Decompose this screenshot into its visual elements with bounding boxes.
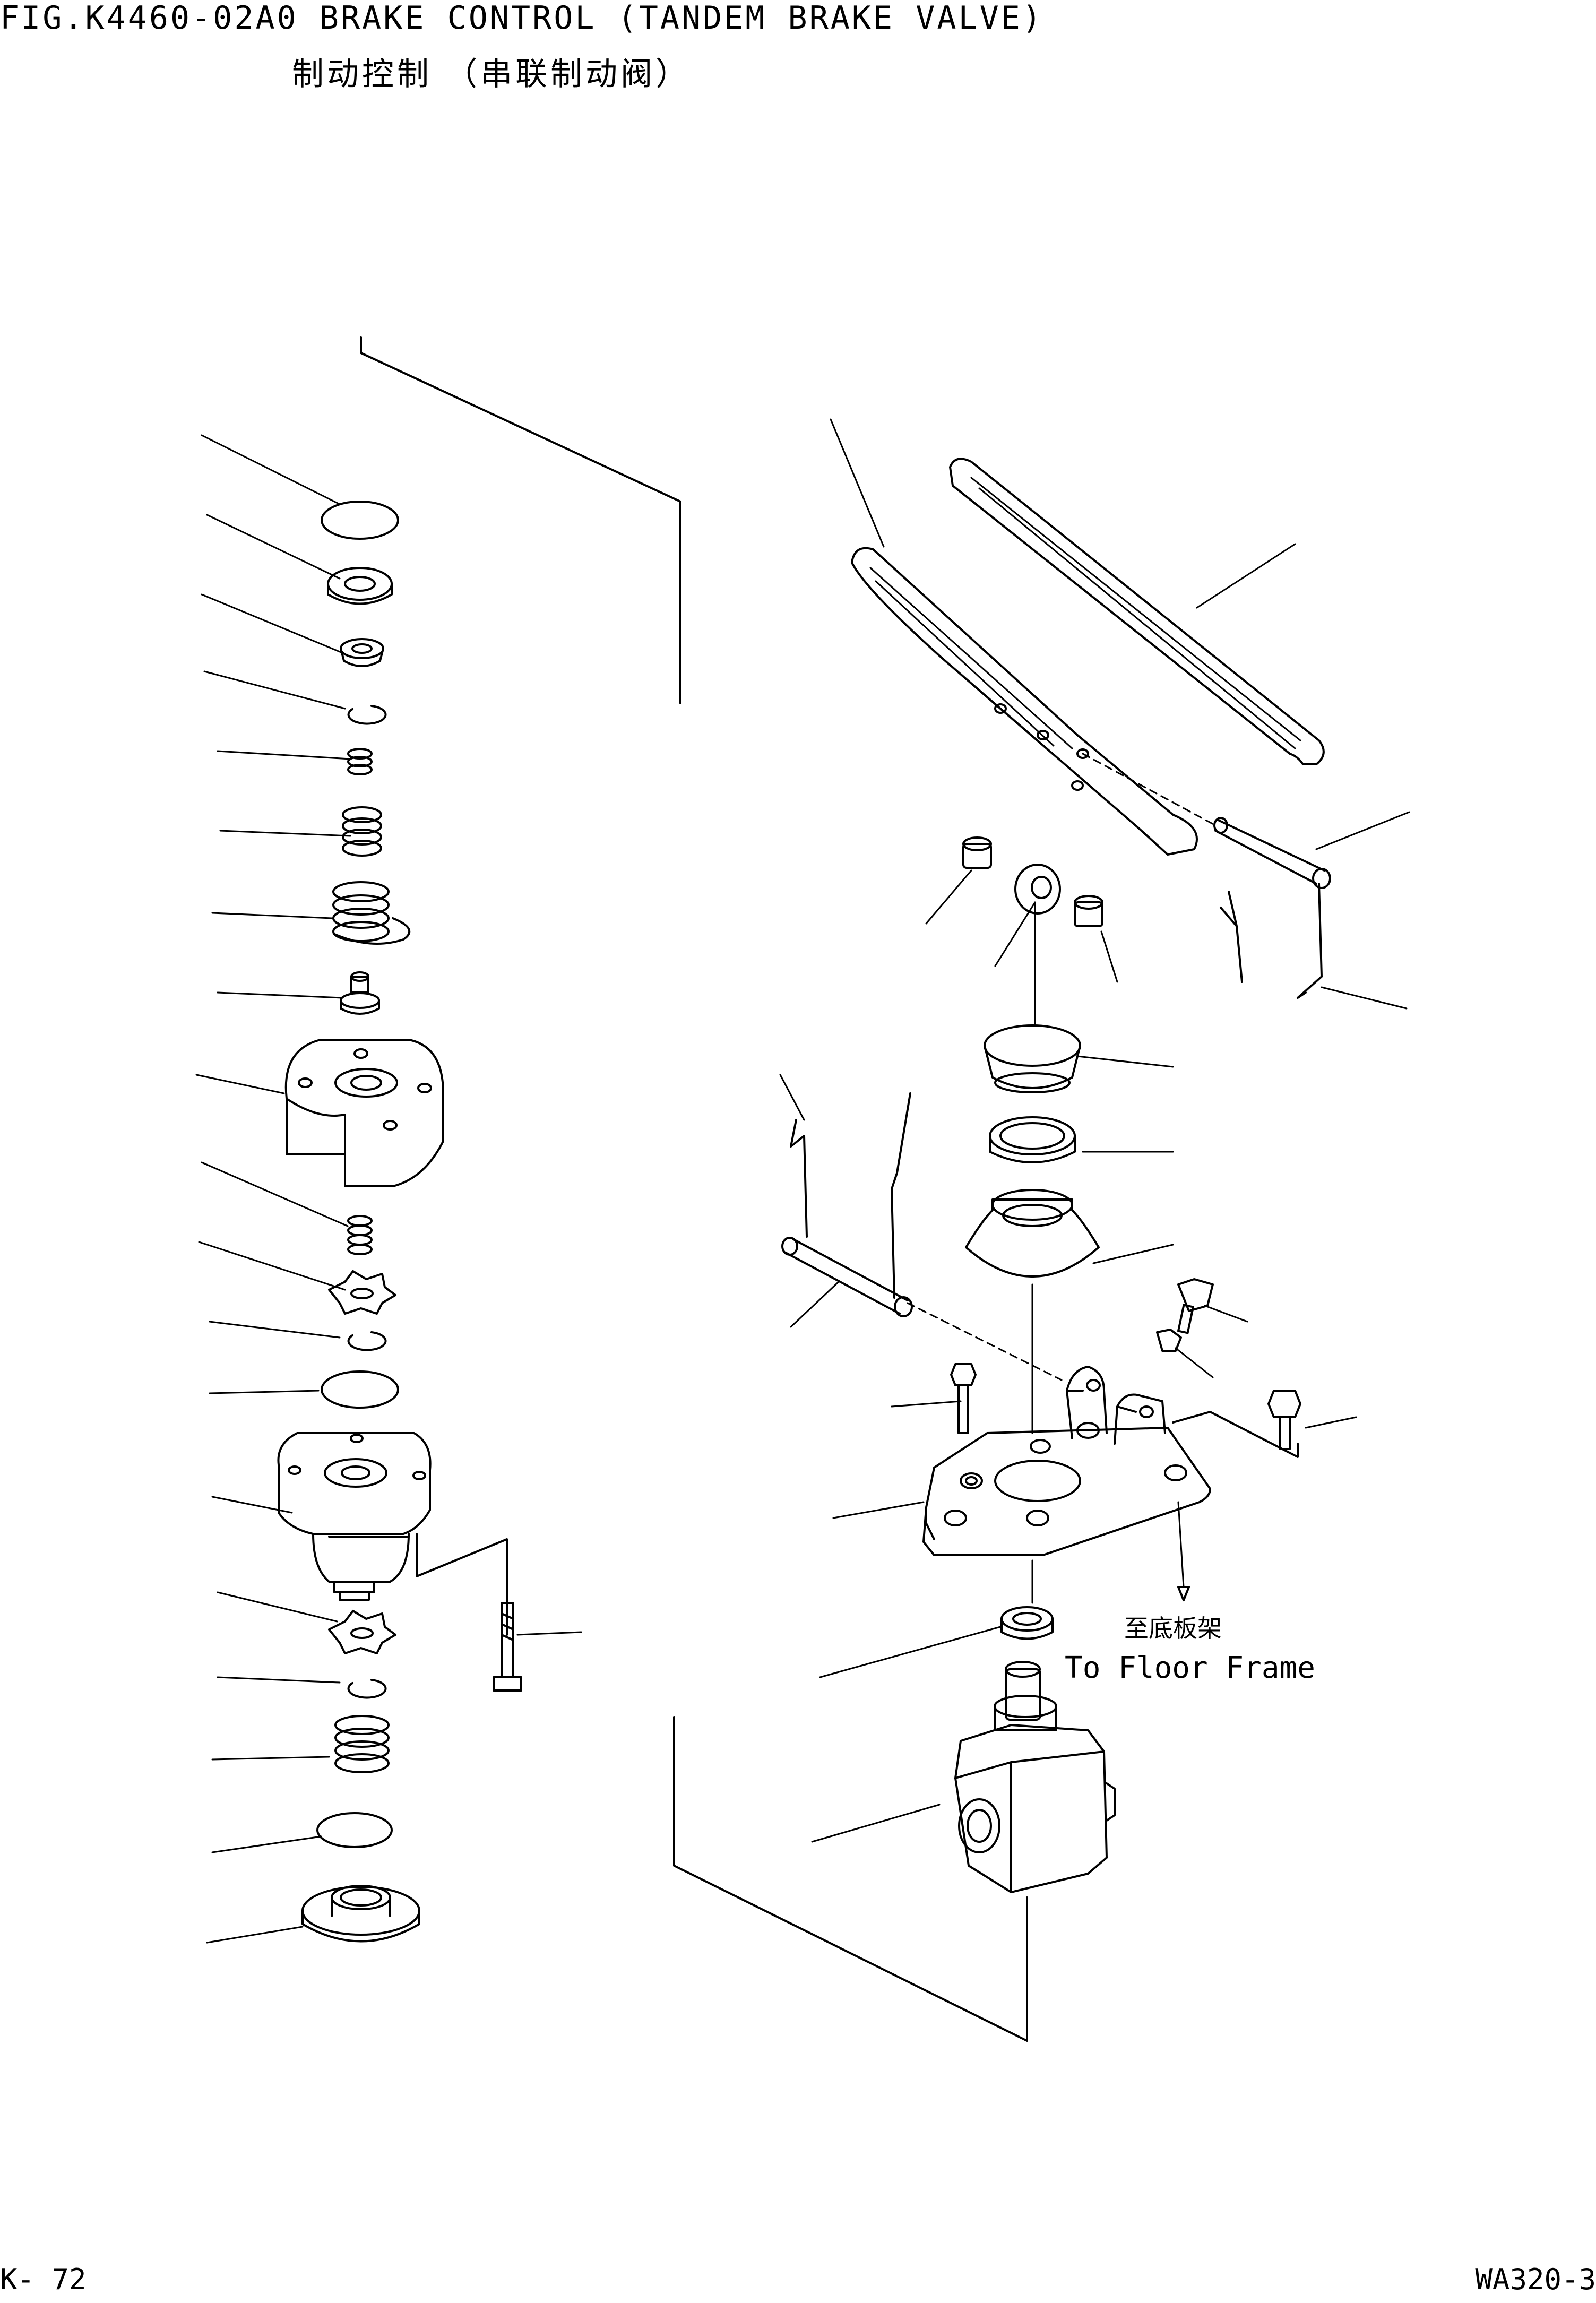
- snap-ring-middle: [349, 1332, 386, 1350]
- pedal-collars: [963, 838, 1102, 926]
- medium-spring: [343, 807, 381, 856]
- figure-subtitle: 制动控制 （串联制动阀）: [292, 56, 691, 93]
- large-spring: [333, 882, 409, 944]
- plate-seal: [1002, 1607, 1053, 1639]
- pedal-pin: [1083, 754, 1330, 998]
- lower-valve-body: [278, 1433, 507, 1635]
- plate-bolts: [951, 1279, 1300, 1449]
- o-ring-bottom: [317, 1813, 392, 1847]
- o-ring-top: [322, 502, 398, 539]
- left-leader-lines: [196, 435, 581, 1943]
- floor-frame-label-en: To Floor Frame: [1065, 1651, 1316, 1685]
- o-ring-middle: [322, 1372, 398, 1408]
- page-number: K- 72: [0, 2263, 87, 2296]
- pedal-pad-right: [950, 459, 1324, 764]
- model-number: WA320-3: [1475, 2263, 1596, 2296]
- snap-ring-lower: [349, 1680, 386, 1697]
- retainer: [341, 639, 383, 666]
- upper-valve-body: [286, 1040, 443, 1186]
- pedal-pad-left: [852, 548, 1197, 855]
- piston-top: [341, 972, 379, 1014]
- star-washer-lower: [329, 1611, 395, 1653]
- small-spring: [348, 749, 372, 774]
- tandem-valve-body: [955, 1662, 1115, 1892]
- mounting-plate: [924, 1367, 1298, 1600]
- left-bracket-line: [361, 337, 680, 703]
- base-plug: [303, 1886, 419, 1942]
- figure-title: FIG.K4460-02A0 BRAKE CONTROL (TANDEM BRA…: [0, 0, 1044, 37]
- right-leader-lines: [780, 419, 1409, 1842]
- boot: [985, 1025, 1080, 1092]
- lower-spring: [335, 1716, 389, 1772]
- floor-frame-label-cn: 至底板架: [1124, 1614, 1222, 1643]
- small-spring-lower: [348, 1216, 372, 1254]
- valve-bracket-line: [674, 1717, 1027, 2041]
- left-valve-stack: [196, 337, 680, 1943]
- star-washer-upper: [329, 1271, 395, 1314]
- dust-cover: [966, 1190, 1099, 1276]
- seal-top: [328, 568, 392, 604]
- boot-seal: [990, 1117, 1075, 1162]
- snap-ring-top: [349, 706, 386, 723]
- pedal-assembly: [674, 419, 1409, 2041]
- valve-bolt: [494, 1603, 521, 1690]
- pivot-pin: [782, 1093, 1062, 1380]
